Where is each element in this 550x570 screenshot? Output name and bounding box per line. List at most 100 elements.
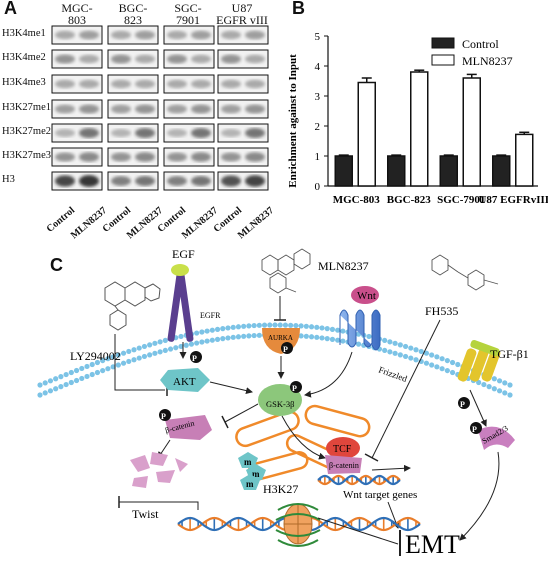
blot-band bbox=[245, 128, 265, 138]
lipid-head bbox=[199, 339, 205, 345]
bar bbox=[410, 71, 429, 187]
lipid-head bbox=[63, 381, 69, 388]
bar bbox=[515, 133, 534, 187]
bar bbox=[492, 155, 511, 187]
lipid-head bbox=[246, 333, 252, 339]
lipid-head bbox=[152, 350, 158, 356]
cell-line-header: BGC- 823 bbox=[108, 2, 158, 26]
lipid-head bbox=[173, 345, 179, 351]
methyl-mark-label: m bbox=[246, 479, 254, 489]
lipid-head bbox=[382, 337, 388, 344]
lipid-head bbox=[199, 329, 205, 335]
lipid-head bbox=[47, 378, 54, 384]
lipid-head bbox=[444, 367, 450, 374]
lipid-head bbox=[329, 326, 336, 332]
x-tick-label: U87 EGFRvIII bbox=[478, 194, 548, 206]
blot-band bbox=[191, 152, 211, 162]
lipid-head bbox=[79, 365, 85, 372]
lipid-head bbox=[397, 352, 403, 358]
x-tick-label: SGC-7901 bbox=[437, 194, 485, 206]
h3k27-label: H3K27 bbox=[263, 482, 298, 496]
lipid-head bbox=[256, 332, 262, 338]
blot-row-label: H3K27me1 bbox=[2, 102, 51, 113]
lipid-head bbox=[439, 356, 445, 362]
x-tick-label: MGC-803 bbox=[333, 194, 381, 206]
lipid-head bbox=[241, 323, 247, 329]
lipid-head bbox=[235, 334, 242, 340]
methyl-mark bbox=[238, 452, 258, 468]
phospho-aurka-icon bbox=[281, 342, 293, 354]
lipid-head bbox=[63, 371, 69, 378]
lipid-head bbox=[251, 322, 257, 329]
phospho-tgf-icon bbox=[458, 397, 470, 409]
lipid-head bbox=[126, 358, 132, 365]
lipid-head bbox=[402, 353, 409, 360]
blot-band bbox=[55, 30, 75, 40]
y-axis-label: Enrichment against to Input bbox=[287, 54, 299, 188]
lipid-head bbox=[308, 324, 315, 330]
tgf-receptor bbox=[457, 339, 501, 382]
blot-band bbox=[79, 175, 99, 187]
x-tick-label: BGC-823 bbox=[387, 194, 432, 206]
lipid-head bbox=[314, 324, 320, 330]
lipid-head bbox=[136, 345, 142, 351]
lipid-head bbox=[303, 333, 309, 339]
lipid-head bbox=[387, 349, 393, 355]
lipid-head bbox=[152, 340, 158, 346]
cell-line-name: U87 bbox=[231, 1, 253, 15]
blot-band bbox=[55, 152, 75, 162]
inhibit-bar bbox=[221, 415, 229, 429]
blot-band bbox=[191, 54, 211, 64]
legend-swatch bbox=[431, 37, 455, 49]
lipid-head bbox=[37, 392, 43, 398]
blot-row-label: H3K4me2 bbox=[2, 52, 46, 63]
blot-row-label: H3K27me2 bbox=[2, 126, 51, 137]
blot-band bbox=[135, 128, 155, 138]
lipid-head bbox=[115, 352, 121, 358]
phospho-egfr-icon bbox=[190, 351, 202, 363]
blot-band bbox=[245, 79, 265, 89]
lipid-head bbox=[298, 323, 304, 329]
gsk3b-protein bbox=[258, 384, 302, 416]
legend-label: Control bbox=[462, 37, 499, 51]
frizzled-receptor bbox=[339, 309, 381, 351]
lipid-head bbox=[308, 334, 315, 340]
lipid-head bbox=[418, 348, 424, 355]
lipid-head bbox=[89, 361, 95, 368]
lipid-head bbox=[136, 355, 142, 361]
h3k27-to-emt-inhibit bbox=[317, 517, 399, 545]
phospho-bcat-icon bbox=[159, 409, 171, 421]
lipid-head bbox=[507, 382, 513, 388]
lipid-head bbox=[298, 333, 304, 339]
blot-band bbox=[245, 104, 265, 114]
blot-band bbox=[55, 128, 75, 138]
lipid-head bbox=[496, 388, 503, 394]
lipid-head bbox=[429, 362, 435, 368]
blot-band bbox=[79, 128, 99, 138]
lipid-head bbox=[220, 326, 226, 332]
blot-band bbox=[111, 30, 131, 40]
fh535-structure bbox=[431, 254, 499, 291]
lipid-head bbox=[100, 367, 106, 374]
cell-line-name: MGC- bbox=[61, 1, 93, 15]
panel-a-label: A bbox=[4, 0, 17, 18]
lipid-head bbox=[355, 341, 362, 347]
blot-band bbox=[221, 152, 241, 162]
lipid-head bbox=[53, 386, 59, 392]
lipid-head bbox=[141, 343, 148, 350]
lipid-head bbox=[188, 341, 195, 347]
blot-lane-box bbox=[163, 25, 215, 45]
lipid-head bbox=[141, 353, 148, 360]
nuclear-beta-catenin bbox=[325, 455, 362, 474]
lipid-head bbox=[47, 388, 54, 394]
organelle bbox=[235, 410, 300, 448]
blot-band bbox=[111, 54, 131, 64]
lipid-head bbox=[183, 342, 189, 348]
lipid-head bbox=[267, 322, 273, 328]
lipid-head bbox=[147, 352, 153, 358]
blot-band bbox=[167, 79, 187, 89]
blot-band bbox=[135, 54, 155, 64]
y-tick-label: 5 bbox=[315, 31, 321, 43]
inhibit-bar bbox=[364, 453, 379, 462]
